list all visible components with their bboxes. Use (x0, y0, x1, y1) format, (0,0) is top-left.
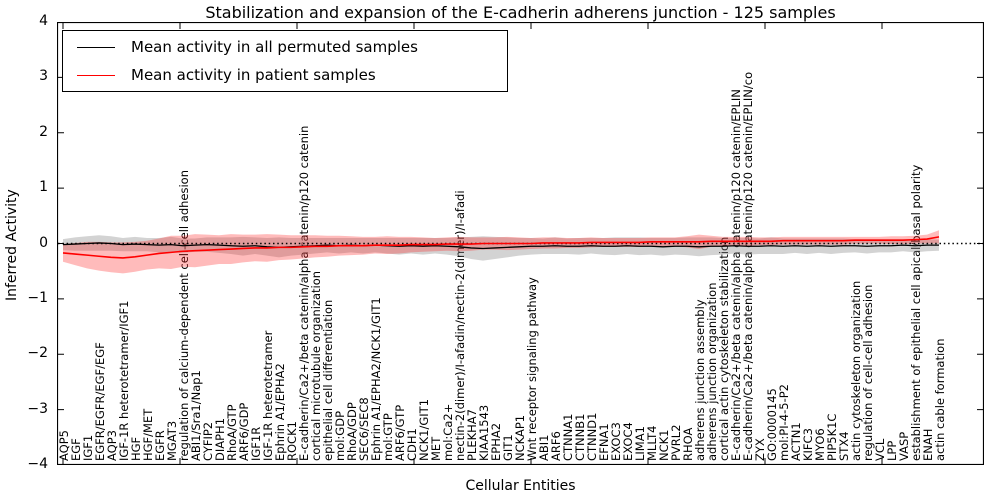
x-axis-label: Cellular Entities (465, 478, 576, 494)
patient-mean-line (62, 236, 940, 259)
legend-box: Mean activity in all permuted samples Me… (62, 30, 508, 92)
y-tick-label: −4 (27, 456, 48, 472)
y-tick-label: 4 (39, 13, 48, 29)
y-tick-label: 2 (39, 123, 48, 140)
permuted-line-swatch (77, 46, 115, 48)
plot-svg (57, 22, 984, 465)
legend-entry-patient: Mean activity in patient samples (77, 63, 507, 87)
y-tick-label: 1 (39, 179, 48, 196)
permuted-mean-line (62, 242, 939, 250)
axes-frame (57, 22, 984, 465)
y-tick-label: 0 (39, 234, 48, 251)
legend-label-patient: Mean activity in patient samples (131, 66, 376, 84)
chart-title: Stabilization and expansion of the E-cad… (205, 3, 836, 22)
patient-line-swatch (77, 74, 115, 76)
y-tick-label: −3 (27, 400, 48, 417)
legend-entry-permuted: Mean activity in all permuted samples (77, 35, 507, 59)
y-tick-label: −2 (27, 345, 48, 362)
y-tick-label: −1 (27, 289, 48, 306)
y-tick-label: 3 (39, 68, 48, 85)
legend-label-permuted: Mean activity in all permuted samples (131, 38, 418, 56)
